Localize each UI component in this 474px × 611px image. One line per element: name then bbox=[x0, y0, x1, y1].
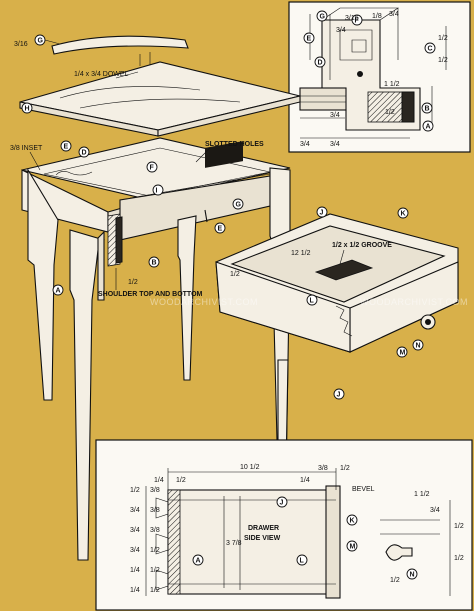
svg-text:F: F bbox=[150, 165, 155, 172]
svg-text:G: G bbox=[38, 38, 44, 45]
svg-text:1/2: 1/2 bbox=[390, 577, 400, 584]
shoulder-callout: SHOULDER TOP AND BOTTOM bbox=[98, 291, 203, 298]
svg-text:D: D bbox=[82, 150, 87, 157]
svg-text:A: A bbox=[426, 124, 431, 131]
svg-text:3/8: 3/8 bbox=[318, 465, 328, 472]
svg-text:L: L bbox=[310, 298, 315, 305]
svg-text:1/4: 1/4 bbox=[130, 567, 140, 574]
svg-text:WOODARCHIVIST.COM: WOODARCHIVIST.COM bbox=[360, 297, 468, 307]
svg-text:1/2: 1/2 bbox=[438, 35, 448, 42]
drawer-side-view-panel: 10 1/2 1/4 1/2 1/4 3/8 1/2 BEVEL 1/2 3/8… bbox=[95, 439, 473, 611]
svg-text:10 1/2: 10 1/2 bbox=[240, 464, 260, 471]
svg-text:1/2: 1/2 bbox=[150, 547, 160, 554]
svg-text:G: G bbox=[320, 14, 326, 21]
svg-text:1 1/2: 1 1/2 bbox=[414, 491, 430, 498]
table-base: 3/8 INSET E D SLOTTED HOLES F I E G A B … bbox=[10, 137, 291, 561]
svg-text:H: H bbox=[25, 106, 30, 113]
svg-text:3/8: 3/8 bbox=[150, 507, 160, 514]
svg-text:C: C bbox=[428, 46, 433, 53]
slotted-holes-callout: SLOTTED HOLES bbox=[205, 141, 264, 148]
svg-text:3/4: 3/4 bbox=[336, 27, 346, 34]
svg-text:SIDE VIEW: SIDE VIEW bbox=[244, 535, 281, 542]
svg-text:3/4: 3/4 bbox=[330, 112, 340, 119]
svg-text:1/2: 1/2 bbox=[176, 477, 186, 484]
svg-text:3/16: 3/16 bbox=[14, 41, 28, 48]
svg-text:3/4: 3/4 bbox=[300, 141, 310, 148]
svg-text:L: L bbox=[300, 558, 305, 565]
svg-text:1/2: 1/2 bbox=[150, 567, 160, 574]
svg-text:M: M bbox=[350, 544, 356, 551]
svg-text:3 7/8: 3 7/8 bbox=[226, 540, 242, 547]
svg-text:1/2: 1/2 bbox=[230, 271, 240, 278]
svg-text:1/4: 1/4 bbox=[130, 587, 140, 594]
svg-text:3/4: 3/4 bbox=[130, 547, 140, 554]
svg-text:N: N bbox=[410, 572, 415, 579]
svg-text:1/2: 1/2 bbox=[438, 57, 448, 64]
svg-text:1/4: 1/4 bbox=[300, 477, 310, 484]
svg-text:F: F bbox=[355, 18, 360, 25]
svg-text:J: J bbox=[280, 500, 284, 507]
svg-text:12 1/2: 12 1/2 bbox=[291, 250, 311, 257]
svg-text:K: K bbox=[350, 518, 355, 525]
svg-text:1/2: 1/2 bbox=[454, 555, 464, 562]
svg-text:1/2: 1/2 bbox=[340, 465, 350, 472]
detail-part-g-icon bbox=[316, 10, 328, 22]
part-h-icon bbox=[21, 102, 33, 114]
svg-text:3/4: 3/4 bbox=[130, 527, 140, 534]
svg-text:3/4: 3/4 bbox=[130, 507, 140, 514]
svg-text:J: J bbox=[337, 392, 341, 399]
svg-text:1/2: 1/2 bbox=[454, 523, 464, 530]
joint-detail-panel: G E D F C B A 3/4 3/16 1/8 3/4 1/2 1/2 1… bbox=[288, 1, 471, 153]
svg-text:1/8: 1/8 bbox=[372, 13, 382, 20]
svg-text:1/2: 1/2 bbox=[150, 587, 160, 594]
svg-text:I: I bbox=[156, 188, 158, 195]
inset-callout: 3/8 INSET bbox=[10, 145, 43, 152]
drawer: J K 12 1/2 1/2 x 1/2 GROOVE 1/2 L M N J bbox=[215, 206, 459, 471]
bevel-callout: BEVEL bbox=[352, 486, 375, 493]
svg-text:K: K bbox=[401, 211, 406, 218]
svg-text:N: N bbox=[416, 343, 421, 350]
svg-text:E: E bbox=[218, 226, 223, 233]
side-view-title: DRAWER bbox=[248, 525, 279, 532]
svg-text:D: D bbox=[318, 60, 323, 67]
svg-text:3/4: 3/4 bbox=[430, 507, 440, 514]
svg-text:3/4: 3/4 bbox=[330, 141, 340, 148]
svg-text:1 1/2: 1 1/2 bbox=[384, 81, 400, 88]
dowel-callout: 1/4 x 3/4 DOWEL bbox=[74, 71, 129, 78]
table-top: 1/4 x 3/4 DOWEL H bbox=[19, 61, 301, 137]
svg-text:1/2: 1/2 bbox=[385, 109, 395, 116]
svg-text:1/2: 1/2 bbox=[128, 279, 138, 286]
svg-text:1/4: 1/4 bbox=[154, 477, 164, 484]
svg-text:3/16: 3/16 bbox=[345, 15, 359, 22]
svg-text:3/4: 3/4 bbox=[389, 11, 399, 18]
svg-text:B: B bbox=[152, 260, 157, 267]
svg-text:1/2: 1/2 bbox=[130, 487, 140, 494]
svg-text:3/8: 3/8 bbox=[150, 527, 160, 534]
molding-strip: G 3/16 bbox=[14, 34, 189, 70]
svg-text:3/8: 3/8 bbox=[150, 487, 160, 494]
watermark: WOODARCHIVIST.COM bbox=[150, 297, 258, 307]
svg-text:A: A bbox=[56, 288, 61, 295]
svg-text:E: E bbox=[64, 144, 69, 151]
svg-text:G: G bbox=[236, 202, 242, 209]
svg-text:B: B bbox=[425, 106, 430, 113]
svg-text:A: A bbox=[196, 558, 201, 565]
svg-text:E: E bbox=[307, 36, 312, 43]
svg-text:M: M bbox=[400, 350, 406, 357]
svg-text:J: J bbox=[320, 210, 324, 217]
groove-callout: 1/2 x 1/2 GROOVE bbox=[332, 242, 392, 249]
